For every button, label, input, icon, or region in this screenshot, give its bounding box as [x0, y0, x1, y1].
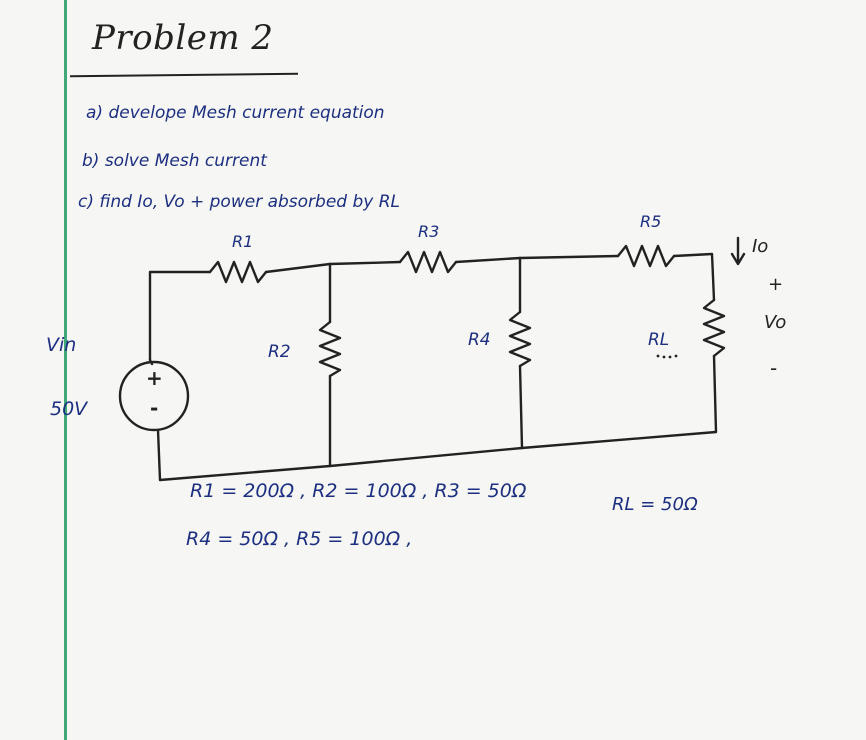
- wire-rl-bottom: [520, 354, 718, 450]
- label-r3: R3: [418, 222, 440, 241]
- source-plus: +: [146, 366, 163, 390]
- values-line-rl: RL = 50Ω: [612, 494, 698, 515]
- resistor-r1: [208, 260, 268, 284]
- resistor-r5: [616, 244, 676, 268]
- page-title: Problem 2: [92, 18, 274, 58]
- label-r5: R5: [640, 212, 662, 231]
- label-vin: Vin: [46, 334, 77, 356]
- rl-dot-2: [662, 355, 666, 359]
- label-vo: Vo: [764, 312, 787, 333]
- label-vo-minus: -: [770, 356, 778, 380]
- resistor-rl: [702, 298, 726, 358]
- wire-bottom: [156, 428, 524, 482]
- label-rl: RL: [648, 330, 670, 350]
- label-r2: R2: [268, 342, 291, 362]
- resistor-r2: [318, 320, 342, 378]
- values-line-3: R4 = 50Ω , R5 = 100Ω ,: [186, 528, 413, 550]
- label-50v: 50V: [50, 398, 88, 420]
- resistor-r3: [398, 250, 458, 274]
- wire-top-right: [672, 252, 716, 302]
- rl-dot-1: [656, 354, 660, 358]
- wire-top-node-r5: [518, 254, 620, 260]
- resistor-r4: [508, 310, 532, 368]
- io-arrow-head: [730, 252, 746, 266]
- label-io: Io: [752, 236, 769, 257]
- rl-dot-4: [674, 354, 678, 358]
- wire-top-r3-node: [454, 256, 522, 264]
- wire-top-left: [148, 270, 212, 362]
- source-minus: -: [150, 396, 159, 420]
- question-a: a) develope Mesh current equation: [86, 103, 385, 123]
- label-r1: R1: [232, 232, 254, 251]
- label-vo-plus: +: [768, 274, 784, 295]
- question-b: b) solve Mesh current: [82, 151, 267, 171]
- rl-dot-3: [668, 355, 672, 359]
- label-r4: R4: [468, 330, 491, 350]
- wire-r4-bottom: [518, 364, 524, 450]
- voltage-source: [118, 360, 190, 432]
- values-line-1: R1 = 200Ω , R2 = 100Ω , R3 = 50Ω: [190, 480, 527, 502]
- margin-line: [64, 0, 67, 740]
- wire-top-r1-node: [264, 262, 332, 274]
- wire-top-node-r3: [328, 260, 402, 266]
- question-c: c) find Io, Vo + power absorbed by RL: [78, 192, 401, 212]
